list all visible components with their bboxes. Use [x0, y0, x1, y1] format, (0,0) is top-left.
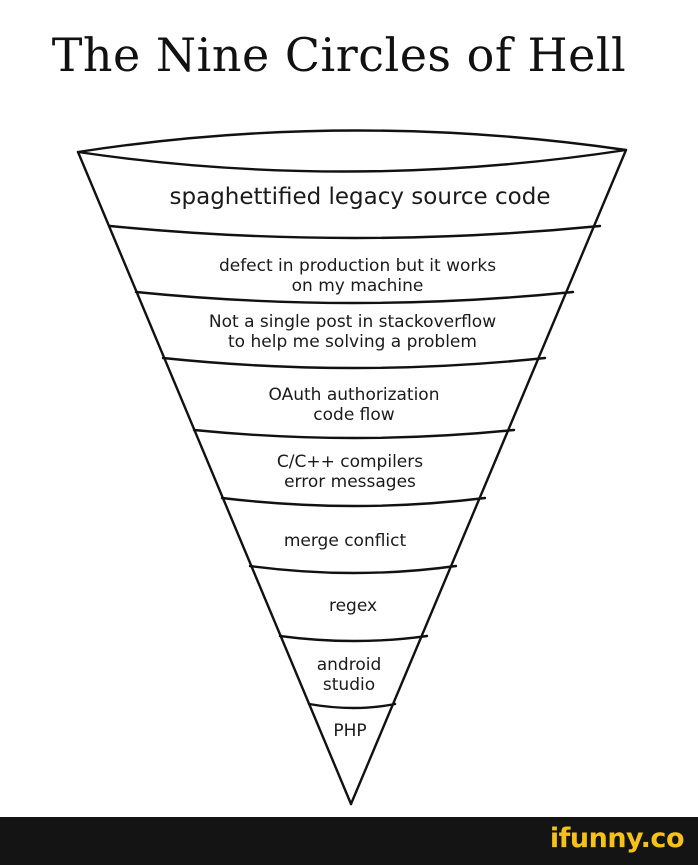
circle-4-label: OAuth authorization code flow [268, 385, 440, 425]
funnel-left-side [76, 150, 353, 806]
circle-7-label: regex [328, 596, 378, 616]
ring-divider [134, 290, 575, 305]
ring-divider [278, 634, 429, 643]
circle-3-label: Not a single post in stackoverflow to he… [208, 312, 497, 352]
ring-divider [307, 702, 397, 710]
ring-divider [161, 356, 547, 370]
funnel-right-side [349, 148, 628, 806]
ifunny-watermark-logo[interactable]: ifunny.co [549, 823, 685, 854]
funnel-rim [76, 129, 628, 173]
ring-divider [220, 496, 487, 508]
ring-divider [248, 564, 458, 575]
ring-divider [192, 428, 516, 440]
footer-bar: ifunny.co [0, 817, 698, 865]
circle-9-label: PHP [333, 721, 367, 741]
circle-8-label: android studio [316, 655, 382, 695]
ring-divider [108, 224, 602, 240]
circle-5-label: C/C++ compilers error messages [276, 452, 424, 492]
circle-1-label: spaghettified legacy source code [169, 184, 551, 210]
circle-6-label: merge conflict [283, 531, 407, 551]
page-title: The Nine Circles of Hell [51, 28, 627, 82]
circle-2-label: defect in production but it works on my … [218, 256, 497, 296]
